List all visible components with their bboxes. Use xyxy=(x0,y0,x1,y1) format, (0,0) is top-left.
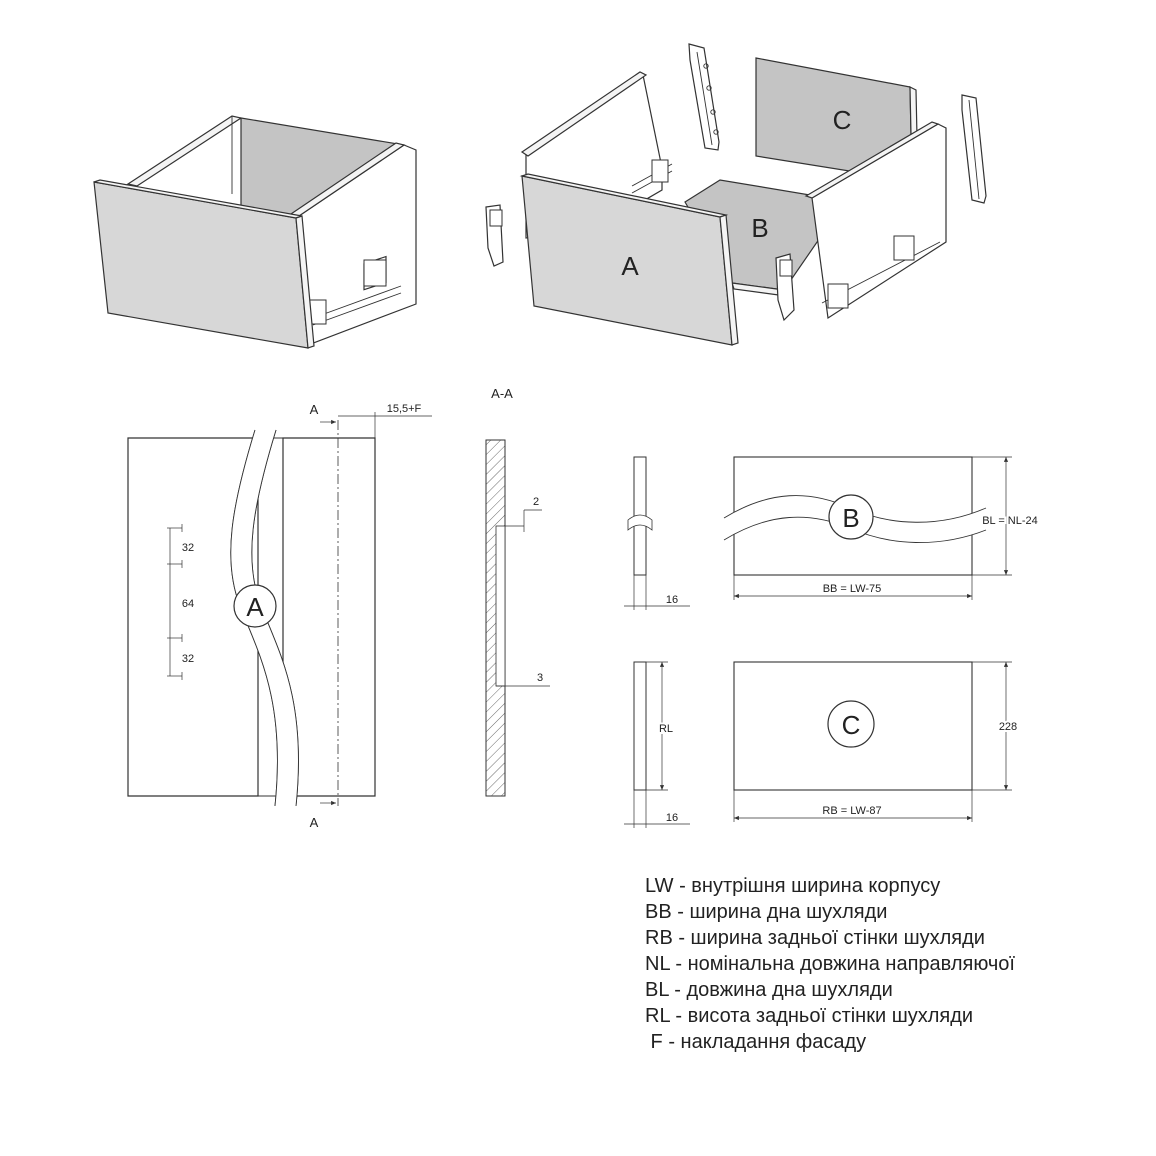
part-c-label: C xyxy=(833,105,852,135)
back-thickness-dim: 16 xyxy=(666,812,678,824)
section-gap-dim: 2 xyxy=(533,496,539,508)
legend-item: BL - довжина дна шухляди xyxy=(645,979,893,1001)
bottom-width-dim: BB = LW-75 xyxy=(823,583,882,595)
assembled-drawer xyxy=(93,115,417,349)
hole-spacing-mid-dim: 64 xyxy=(182,598,194,610)
hole-spacing-top-dim: 32 xyxy=(182,542,194,554)
legend-item: F - накладання фасаду xyxy=(645,1031,867,1053)
bottom-length-dim: BL = NL-24 xyxy=(982,515,1038,527)
bottom-panel-view: 16 B BB = LW-75 BL = NL-24 xyxy=(624,456,1040,610)
part-c-bubble-label: C xyxy=(842,710,861,740)
front-panel-view: A A 15,5+F 32 64 32 A xyxy=(127,402,432,830)
legend-item: RB - ширина задньої стінки шухляди xyxy=(645,927,985,949)
legend-item: NL - номінальна довжина направляючої xyxy=(645,953,1015,975)
part-b-bubble-label: B xyxy=(842,503,859,533)
section-title: A-A xyxy=(491,386,513,401)
legend-item: LW - внутрішня ширина корпусу xyxy=(645,875,941,897)
assembled-left-side-top xyxy=(126,115,243,187)
section-mark-bottom: A xyxy=(310,815,319,830)
back-height-code-dim: RL xyxy=(659,723,673,735)
back-width-dim: RB = LW-87 xyxy=(822,805,881,817)
exploded-drawer: C B A xyxy=(485,43,987,346)
part-a-label: A xyxy=(621,251,639,281)
section-a-a: A-A 2 3 xyxy=(485,386,550,797)
front-offset-dim: 15,5+F xyxy=(387,403,422,415)
back-panel-view: RL 16 C RB = LW-87 228 xyxy=(624,661,1019,828)
bottom-thickness-dim: 16 xyxy=(666,594,678,606)
assembled-rear-bracket xyxy=(363,259,387,287)
hole-spacing-bottom-dim: 32 xyxy=(182,653,194,665)
back-height-dim: 228 xyxy=(999,721,1017,733)
section-mark-top: A xyxy=(310,402,319,417)
section-depth-dim: 3 xyxy=(537,672,543,684)
abbreviation-legend: LW - внутрішня ширина корпусу BB - ширин… xyxy=(645,873,1015,1055)
part-a-bubble-label: A xyxy=(246,592,264,622)
part-b-label: B xyxy=(751,213,768,243)
legend-item: BB - ширина дна шухляди xyxy=(645,901,888,923)
legend-item: RL - висота задньої стінки шухляди xyxy=(645,1005,974,1027)
